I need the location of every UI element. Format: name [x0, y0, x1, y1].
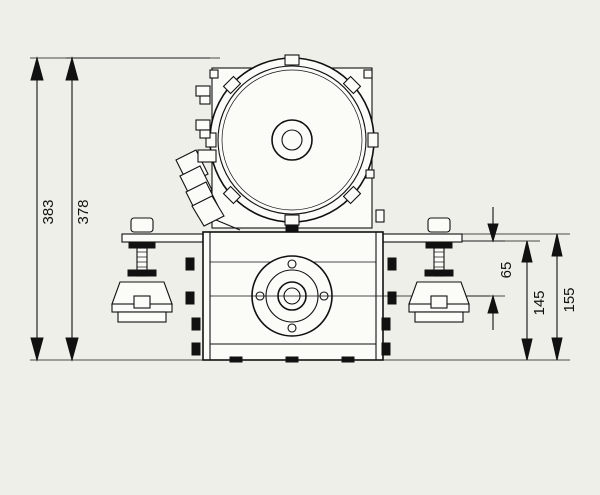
terminal-stud: [375, 209, 385, 223]
motor-housing: [205, 54, 379, 229]
gearbox-body: [185, 225, 490, 363]
dimension-label-155: 155: [561, 287, 578, 312]
dimension-shaft-to-base: 65: [462, 207, 515, 330]
dimension-base-top-height: 155: [210, 233, 578, 361]
dimension-overall-height: 383: [30, 56, 220, 362]
dimension-label-145: 145: [531, 290, 548, 315]
dimension-label-383: 383: [40, 199, 57, 224]
leveling-foot-left: [111, 217, 173, 323]
dimension-label-378: 378: [75, 199, 92, 224]
leveling-foot-right: [408, 217, 470, 323]
flange-notches: [205, 54, 379, 226]
dimension-pad-height: 145: [462, 240, 548, 361]
dimension-label-65: 65: [498, 262, 515, 279]
dimension-motor-top-height: 378: [65, 56, 210, 362]
cable-glands: [175, 85, 241, 231]
